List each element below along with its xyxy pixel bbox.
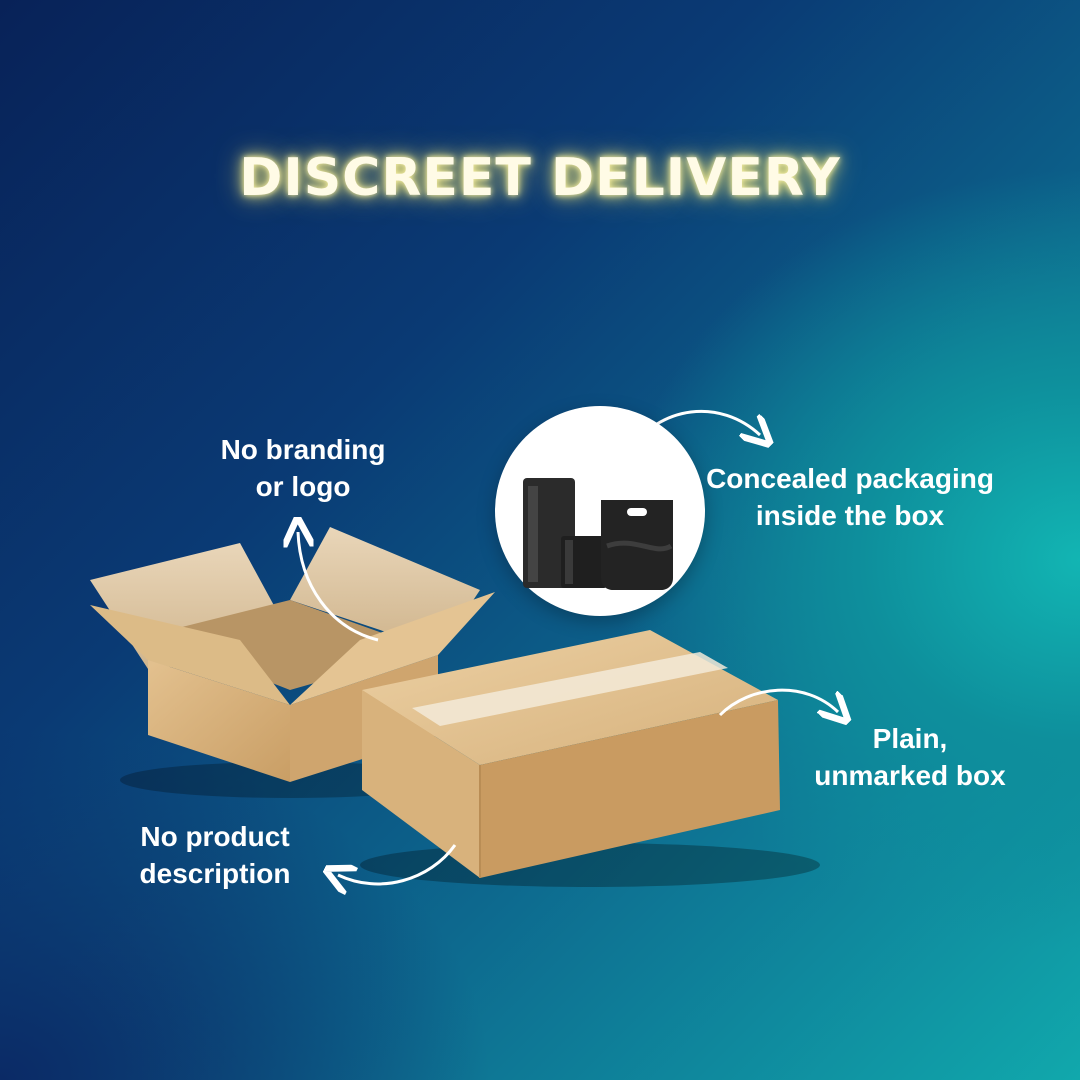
label-concealed-line1: Concealed packaging <box>706 463 994 494</box>
label-no-product-line1: No product <box>140 821 290 852</box>
closed-box-icon <box>360 630 820 887</box>
black-pouches-icon <box>523 478 673 590</box>
label-concealed-line2: inside the box <box>755 500 945 531</box>
label-no-branding-line2: or logo <box>255 471 351 502</box>
label-no-branding-line1: No branding <box>220 434 386 465</box>
label-plain: Plain, unmarked box <box>800 720 1020 794</box>
packaging-badge <box>495 406 705 616</box>
label-plain-line2: unmarked box <box>814 760 1006 791</box>
arrow-no-branding-icon <box>298 532 379 642</box>
label-no-product-line2: description <box>139 858 291 889</box>
page-title: DISCREET DELIVERY <box>239 148 841 208</box>
arrow-plain-icon <box>718 688 838 715</box>
label-no-product: No product description <box>122 818 308 892</box>
label-concealed: Concealed packaging inside the box <box>688 460 1012 534</box>
label-plain-line1: Plain, <box>872 723 948 754</box>
label-no-branding: No branding or logo <box>203 431 403 505</box>
arrow-no-product-icon <box>338 844 457 884</box>
